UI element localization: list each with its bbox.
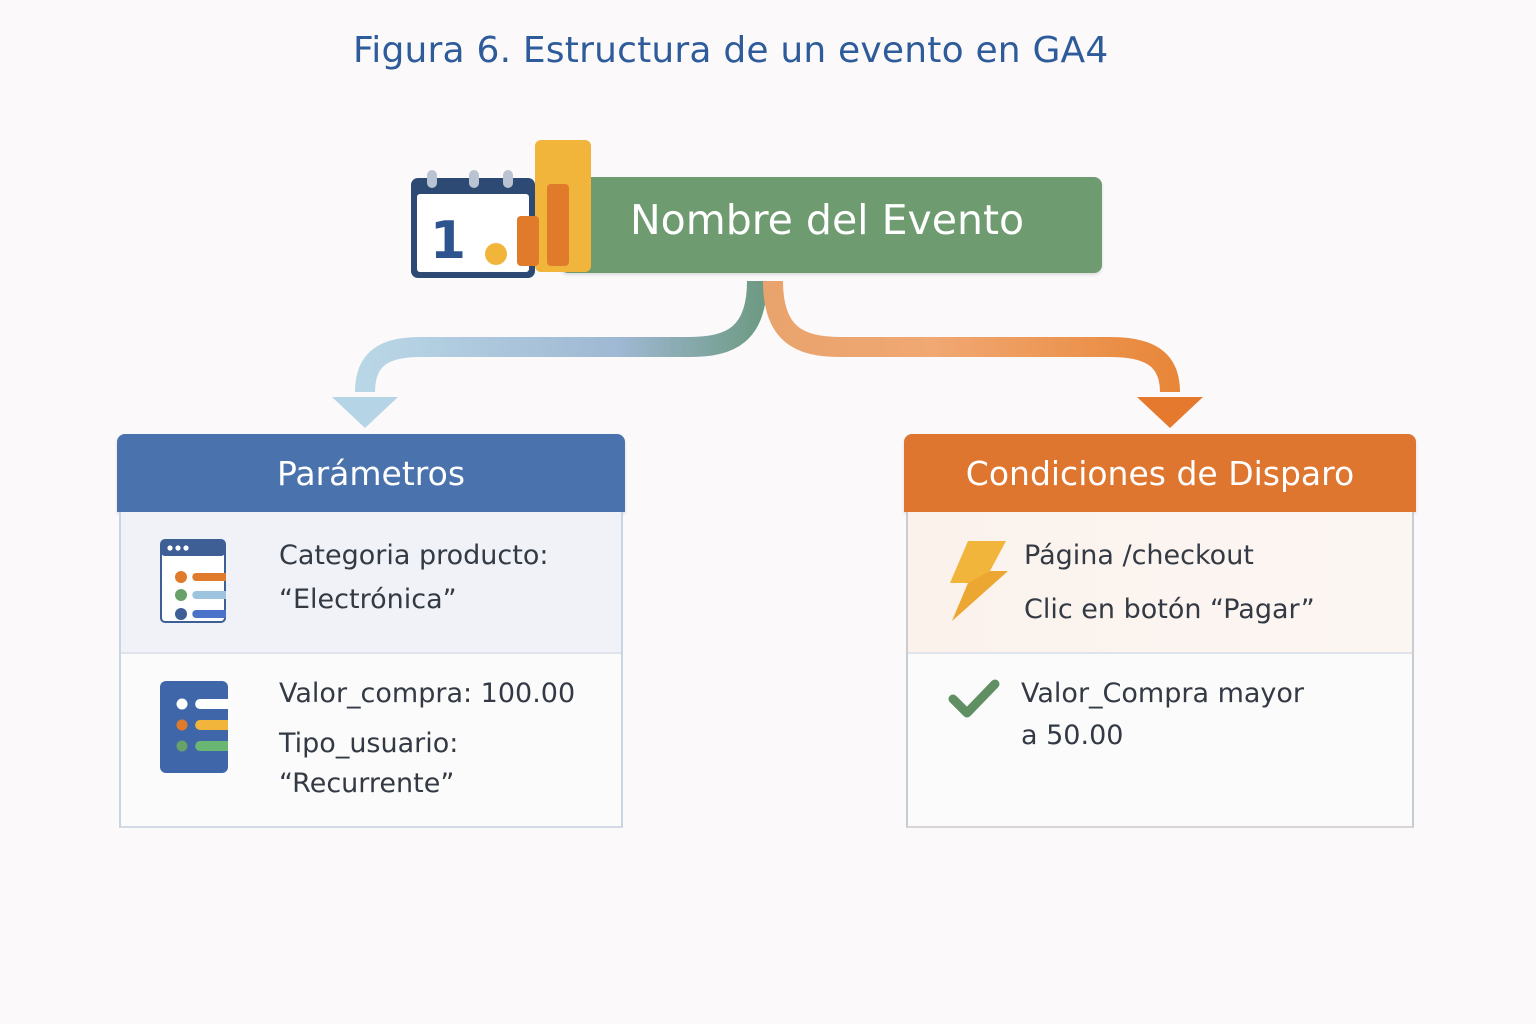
browser-list-icon (160, 539, 226, 623)
trigger-conditions-body: Página /checkout Clic en botón “Pagar” V… (906, 512, 1414, 828)
parameter-item: Categoria producto: “Electrónica” (121, 512, 621, 654)
parameters-body: Categoria producto: “Electrónica” Valor_… (119, 512, 623, 828)
parameter-item: Valor_compra: 100.00 Tipo_usuario: “Recu… (121, 654, 621, 826)
parameters-title: Parámetros (276, 454, 466, 493)
parameter-line: “Recurrente” (279, 768, 455, 799)
arrow-to-trigger-conditions (763, 280, 1203, 428)
parameter-line: Valor_compra: 100.00 (279, 678, 576, 709)
event-name-label: Nombre del Evento (630, 196, 1025, 244)
trigger-conditions-title: Condiciones de Disparo (965, 454, 1355, 493)
parameters-card: Parámetros Categoria producto: “Electrón… (117, 434, 625, 836)
calendar-analytics-icon: 1 (411, 140, 591, 278)
parameter-line: “Electrónica” (279, 584, 457, 615)
parameter-line: Tipo_usuario: (279, 728, 459, 759)
condition-line: Clic en botón “Pagar” (1024, 594, 1315, 625)
condition-line: Valor_Compra mayor (1021, 678, 1305, 709)
arrow-to-parameters (332, 280, 767, 428)
list-card-icon (160, 681, 228, 773)
condition-line: Página /checkout (1024, 540, 1254, 571)
figure-title: Figura 6. Estructura de un evento en GA4 (353, 30, 1109, 71)
trigger-conditions-header: Condiciones de Disparo (904, 434, 1416, 512)
calendar-number: 1 (430, 211, 466, 271)
condition-item: Valor_Compra mayor a 50.00 (908, 654, 1412, 826)
checkmark-icon (948, 679, 1000, 718)
condition-item: Página /checkout Clic en botón “Pagar” (908, 512, 1412, 654)
lightning-bolt-icon (950, 541, 1008, 621)
trigger-conditions-card: Condiciones de Disparo Página /checkout … (904, 434, 1416, 836)
parameters-header: Parámetros (117, 434, 625, 512)
parameter-line: Categoria producto: (279, 540, 549, 571)
condition-line: a 50.00 (1021, 720, 1124, 751)
event-name-bar (560, 177, 1102, 273)
